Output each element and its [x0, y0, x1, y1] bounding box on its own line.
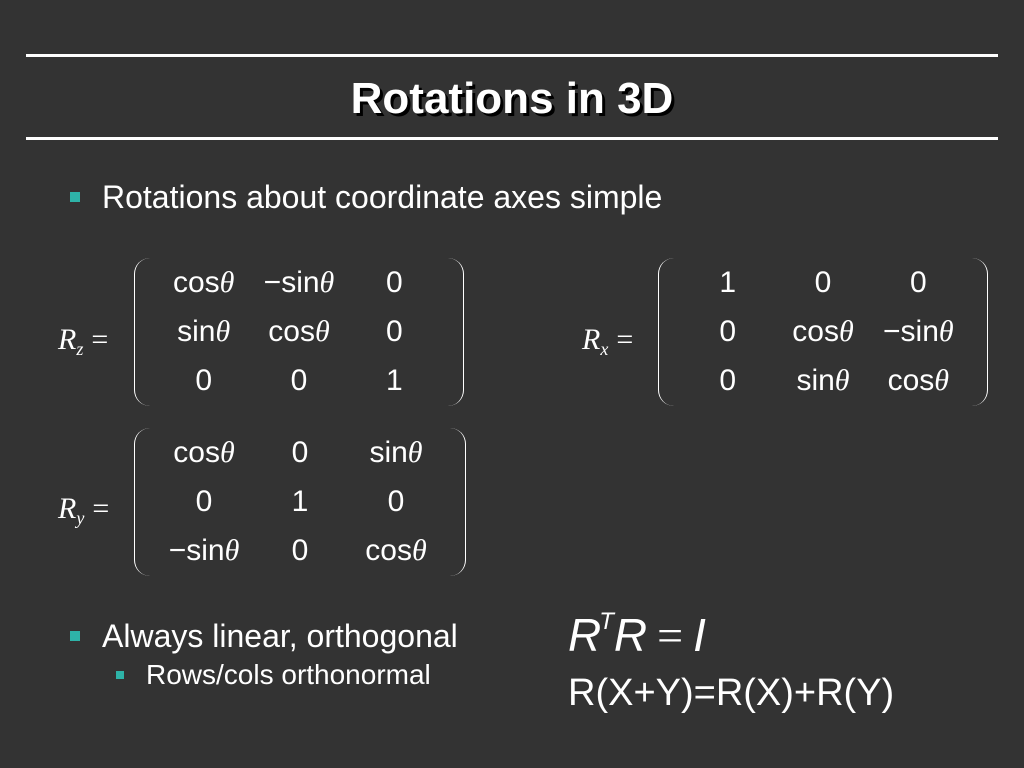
- bullet-text: Always linear, orthogonal: [102, 618, 458, 654]
- ry-cell-1-2: 0: [387, 484, 405, 518]
- bullet-linear-orthogonal: Always linear, orthogonal: [70, 616, 458, 656]
- rx-label: Rx=: [582, 323, 634, 359]
- rz-cell-1-0: sinθ: [177, 314, 231, 348]
- ry-left-paren: [134, 428, 151, 576]
- rx-right-paren: [971, 258, 988, 406]
- sub-bullet-orthonormal: Rows/cols orthonormal: [116, 658, 431, 692]
- ry-matrix: cosθ 0 sinθ 0 1 0 −sinθ 0 cosθ: [134, 428, 466, 576]
- rz-cell-0-0: cosθ: [172, 265, 235, 299]
- ry-cell-1-0: 0: [195, 484, 213, 518]
- rz-cell-0-1: −sinθ: [263, 265, 335, 299]
- ry-cell-0-1: 0: [291, 435, 309, 469]
- orthogonality-equation: RTR=I: [568, 608, 706, 661]
- bullet-rotations-axes: Rotations about coordinate axes simple: [70, 177, 663, 217]
- title-rule-top: [26, 54, 998, 57]
- rz-cell-1-1: cosθ: [268, 314, 330, 348]
- ry-label: Ry=: [58, 492, 110, 528]
- rx-cell-0-0: 1: [719, 265, 736, 299]
- rz-cell-2-1: 0: [290, 364, 308, 398]
- rz-left-paren: [134, 258, 151, 406]
- rx-cell-0-1: 0: [814, 265, 832, 299]
- rx-matrix: 1 0 0 0 cosθ −sinθ 0 sinθ cosθ: [658, 258, 988, 406]
- sub-bullet-square-icon: [116, 671, 124, 679]
- rz-cell-2-0: 0: [195, 364, 212, 398]
- linearity-equation: R(X+Y)=R(X)+R(Y): [568, 672, 895, 714]
- rz-cell-0-2: 0: [385, 265, 403, 299]
- ry-right-paren: [449, 428, 466, 576]
- ry-cell-0-2: sinθ: [369, 435, 423, 469]
- rz-cell-1-2: 0: [385, 314, 403, 348]
- sub-bullet-text: Rows/cols orthonormal: [146, 659, 431, 690]
- rz-matrix: cosθ −sinθ 0 sinθ cosθ 0 0 0 1: [134, 258, 464, 406]
- rx-cell-1-2: −sinθ: [883, 314, 954, 348]
- bullet-text: Rotations about coordinate axes simple: [102, 179, 663, 215]
- ry-cell-2-2: cosθ: [365, 534, 427, 568]
- bullet-square-icon: [70, 631, 80, 641]
- rx-cell-2-1: sinθ: [796, 364, 850, 398]
- slide-title: Rotations in 3D: [350, 74, 674, 123]
- rx-cell-0-2: 0: [909, 265, 927, 299]
- rx-cell-2-2: cosθ: [887, 364, 950, 398]
- title-rule-bottom: [26, 137, 998, 140]
- rx-left-paren: [658, 258, 675, 406]
- rz-right-paren: [447, 258, 464, 406]
- rz-cell-2-2: 1: [385, 364, 403, 398]
- bullet-square-icon: [70, 192, 80, 202]
- ry-cell-2-0: −sinθ: [168, 534, 240, 568]
- ry-cell-2-1: 0: [291, 534, 309, 568]
- rx-cell-2-0: 0: [719, 364, 736, 398]
- ry-cell-1-1: 1: [291, 484, 309, 518]
- rx-cell-1-1: cosθ: [792, 314, 854, 348]
- ry-cell-0-0: cosθ: [173, 435, 235, 469]
- rz-label: Rz=: [58, 323, 109, 359]
- rx-cell-1-0: 0: [719, 314, 736, 348]
